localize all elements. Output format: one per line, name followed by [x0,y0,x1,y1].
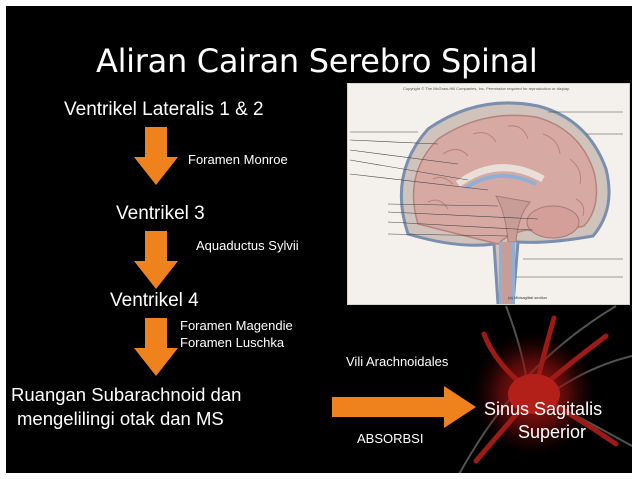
brain-illustration [349,101,623,306]
step-ventrikel-3: Ventrikel 3 [116,203,205,224]
connector-label-aquaductus-sylvii: Aquaductus Sylvii [196,238,299,253]
figure-caption: (a) Midsagittal section [508,295,547,300]
brain-midsagittal-figure: Copyright © The McGraw-Hill Companies, I… [347,83,630,306]
arrow-down-icon [134,127,178,185]
arrow-label-absorbsi: ABSORBSI [357,431,424,446]
slide-title: Aliran Cairan Serebro Spinal [96,42,538,80]
arrow-down-icon [134,318,178,376]
arrow-right-icon [332,386,476,428]
destination-line2: Superior [518,422,587,442]
connector-label-foramen-magendie: Foramen Magendie [180,318,293,333]
final-step-line2: mengelilingi otak dan MS [17,408,224,429]
slide: Aliran Cairan Serebro Spinal Ventrikel L… [6,6,632,473]
arrow-down-icon [134,231,178,289]
step-ventrikel-4: Ventrikel 4 [110,290,199,311]
connector-label-foramen-monroe: Foramen Monroe [188,152,288,167]
arrow-label-vili-arachnoidales: Vili Arachnoidales [346,354,449,369]
figure-copyright: Copyright © The McGraw-Hill Companies, I… [403,86,570,91]
destination-line1: Sinus Sagitalis [484,399,603,419]
neuron-graphic [458,305,632,473]
step-ventrikel-lateralis: Ventrikel Lateralis 1 & 2 [64,99,264,120]
final-step-line1: Ruangan Subarachnoid dan [11,384,242,405]
connector-label-foramen-luschka: Foramen Luschka [180,335,285,350]
